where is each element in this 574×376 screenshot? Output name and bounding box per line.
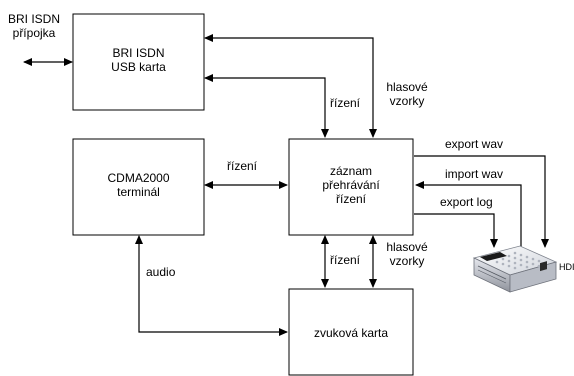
control-top-label: řízení — [330, 96, 361, 110]
import-wav-connector — [415, 181, 522, 247]
isdn-connection-line2: přípojka — [12, 26, 56, 40]
recorder-box — [288, 138, 414, 236]
import-wav-label: import wav — [445, 167, 504, 181]
isdn-usb-card-label: BRI ISDN USB karta — [73, 46, 204, 74]
recorder-label: záznam přehrávání řízení — [289, 164, 413, 206]
export-wav-connector — [414, 155, 549, 248]
control-top-connector — [204, 74, 329, 138]
control-bottom-label: řízení — [330, 253, 361, 267]
cdma-terminal-line2: terminál — [117, 185, 160, 199]
export-log-connector — [414, 213, 498, 248]
export-wav-label: export wav — [445, 137, 504, 151]
voice-samples-bottom-label: hlasové vzorky — [381, 240, 433, 268]
voice-samples-top-label: hlasové vzorky — [381, 80, 433, 108]
sound-card-box — [288, 288, 414, 376]
sound-card-label: zvuková karta — [289, 326, 413, 340]
isdn-usb-card-line1: BRI ISDN — [112, 46, 165, 60]
voice-samples-bottom-line2: vzorky — [389, 254, 425, 268]
cdma-terminal-line1: CDMA2000 — [107, 171, 170, 185]
sound-card-line1: zvuková karta — [313, 326, 389, 340]
isdn-connection-label: BRI ISDN přípojka — [4, 12, 64, 40]
control-mid-label: řízení — [227, 159, 258, 173]
voice-samples-top-line1: hlasové — [386, 80, 428, 94]
cdma-terminal-box — [72, 138, 205, 236]
recorder-line2: přehrávání — [322, 178, 380, 192]
isdn-connection-line1: BRI ISDN — [7, 12, 60, 26]
voice-samples-top-line2: vzorky — [389, 94, 425, 108]
audio-connector — [135, 235, 288, 336]
export-log-label: export log — [440, 195, 493, 209]
hard-drive-icon — [472, 245, 558, 293]
hdd-label: HDI — [559, 262, 574, 272]
voice-samples-bottom-line1: hlasové — [386, 240, 428, 254]
voice-samples-top-connector — [204, 34, 377, 138]
cdma-terminal-label: CDMA2000 terminál — [73, 171, 204, 199]
isdn-usb-card-box — [72, 13, 205, 111]
audio-label: audio — [146, 265, 176, 279]
recorder-line3: řízení — [335, 192, 366, 206]
recorder-line1: záznam — [329, 164, 373, 178]
isdn-usb-card-line2: USB karta — [111, 60, 166, 74]
